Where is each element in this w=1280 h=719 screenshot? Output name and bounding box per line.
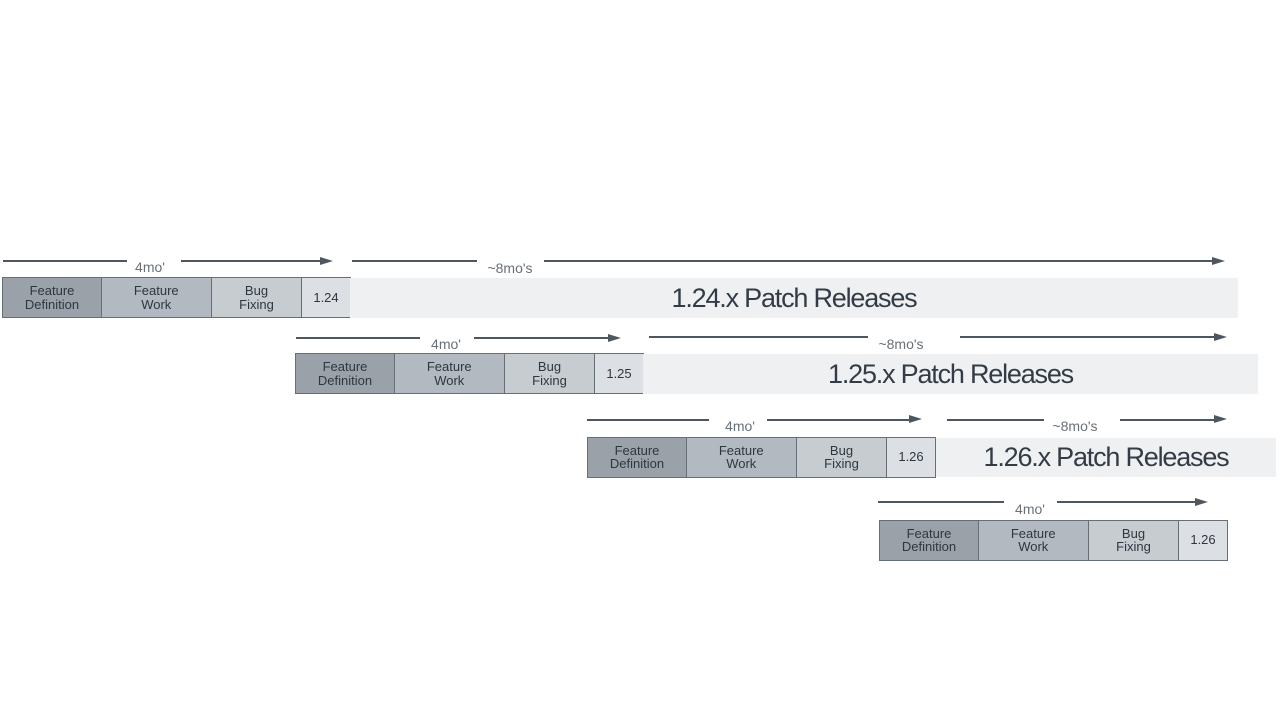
phase-feature-work: Feature Work [100,277,212,318]
release-cycle-boxes: Feature Definition Feature Work Bug Fixi… [2,277,351,318]
patch-releases-label: 1.26.x Patch Releases [983,442,1230,472]
patch-duration-label: ~8mo's [1052,418,1098,434]
patch-arrowhead-icon [1212,256,1225,265]
cycle-arrowhead-icon [608,333,621,342]
cycle-arrow-line [3,260,127,262]
patch-releases-bar: 1.26.x Patch Releases [936,438,1276,477]
cycle-duration-label: 4mo' [431,336,461,352]
phase-bug-fixing: Bug Fixing [210,277,303,318]
phase-feature-definition: Feature Definition [295,353,395,394]
phase-bug-fixing: Bug Fixing [1087,519,1180,561]
cycle-arrowhead-icon [320,256,333,265]
phase-bug-fixing: Bug Fixing [795,436,888,478]
release-cycle-boxes: Feature Definition Feature Work Bug Fixi… [879,519,1228,561]
cycle-duration-label: 4mo' [1015,501,1045,517]
patch-releases-label: 1.25.x Patch Releases [828,358,1074,389]
phase-feature-definition: Feature Definition [587,436,687,478]
release-cycle-boxes: Feature Definition Feature Work Bug Fixi… [587,436,936,478]
cycle-arrow-line [474,337,608,339]
version-box: 1.25 [594,353,644,394]
release-cycle-boxes: Feature Definition Feature Work Bug Fixi… [295,353,644,394]
patch-arrow-line [947,418,1044,421]
patch-arrow-line [960,336,1214,338]
cycle-arrowhead-icon [1195,497,1208,506]
phase-bug-fixing: Bug Fixing [503,353,596,394]
phase-feature-work: Feature Work [977,519,1089,561]
patch-releases-bar: 1.24.x Patch Releases [350,278,1238,318]
phase-feature-definition: Feature Definition [2,277,102,318]
patch-arrowhead-icon [1214,415,1227,423]
cycle-arrow-line [587,418,709,421]
version-box: 1.24 [301,277,351,318]
patch-duration-label: ~8mo's [878,336,924,352]
patch-duration-label: ~8mo's [487,260,533,276]
patch-arrow-line [352,260,477,262]
version-box: 1.26 [1178,519,1228,561]
cycle-arrow-line [1057,501,1195,503]
patch-arrowhead-icon [1214,332,1227,341]
patch-arrow-line [1120,418,1214,421]
cycle-arrow-line [878,501,1004,503]
patch-releases-label: 1.24.x Patch Releases [671,282,918,313]
cycle-arrow-line [767,418,909,421]
cycle-duration-label: 4mo' [135,259,165,275]
phase-feature-definition: Feature Definition [879,519,979,561]
patch-arrow-line [649,336,868,338]
version-box: 1.26 [886,436,936,478]
cycle-arrow-line [181,260,320,262]
phase-feature-work: Feature Work [393,353,505,394]
phase-feature-work: Feature Work [685,436,797,478]
patch-releases-bar: 1.25.x Patch Releases [643,354,1258,394]
cycle-arrowhead-icon [909,415,922,423]
cycle-arrow-line [296,337,420,339]
patch-arrow-line [544,260,1212,262]
cycle-duration-label: 4mo' [725,418,755,434]
